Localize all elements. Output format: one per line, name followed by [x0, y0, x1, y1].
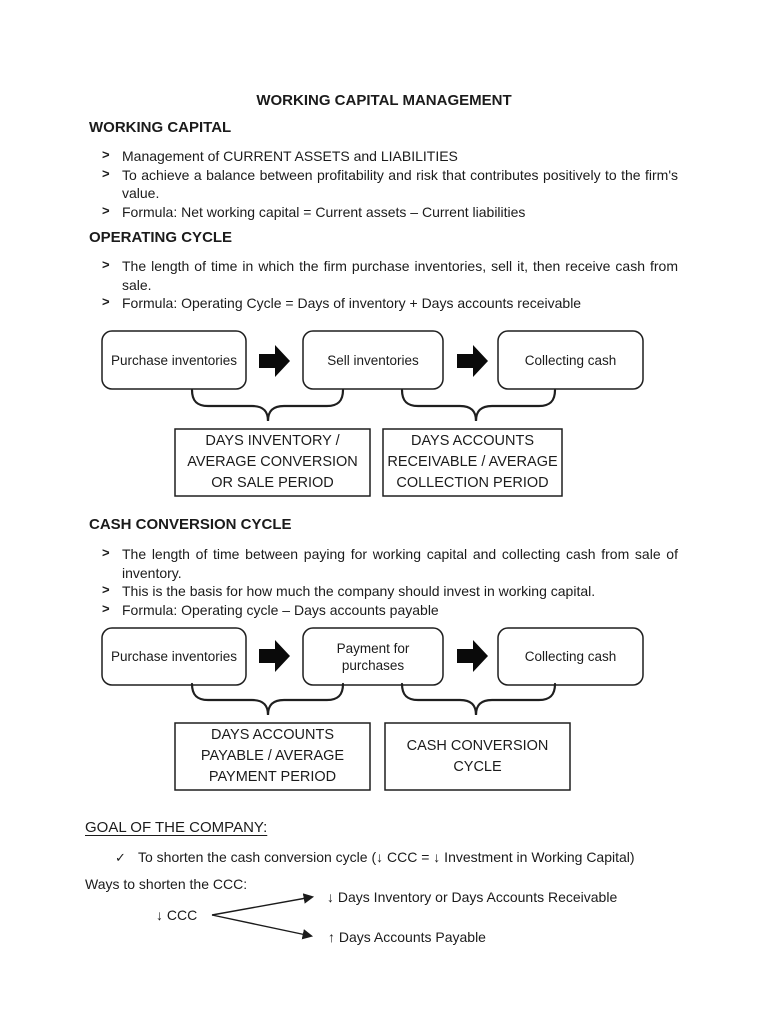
label-box-outline — [382, 428, 563, 497]
arrow-bullet-icon: > — [102, 600, 110, 616]
bullet-text: Formula: Net working capital = Current a… — [122, 203, 526, 220]
label-days-inventory: DAYS INVENTORY / AVERAGE CONVERSION OR S… — [187, 433, 358, 491]
arrow-bullet-icon: > — [102, 582, 110, 597]
flow-box-outline — [101, 330, 247, 390]
flow-box-outline — [101, 627, 247, 686]
label-days-accounts-receivable: DAYS ACCOUNTS RECEIVABLE / AVERAGE COLLE… — [387, 433, 558, 491]
branch-arrows — [211, 893, 315, 940]
goal-check-line: ✓ To shorten the cash conversion cycle (↓… — [115, 849, 635, 866]
ways-to-shorten-label: Ways to shorten the CCC: — [85, 876, 248, 892]
heading-operating-cycle: OPERATING CYCLE — [89, 229, 233, 246]
bullet-text: Formula: Operating Cycle = Days of inven… — [122, 295, 582, 311]
bullet-text: The length of time between paying for wo… — [122, 546, 678, 562]
bullet-text: value. — [122, 185, 160, 201]
label-box-outline — [174, 428, 371, 497]
arrow-bullet-icon: > — [102, 257, 110, 272]
flow-box-sell-inventories: Sell inventories — [327, 352, 419, 368]
operating-cycle-bullets: > The length of time in which the firm p… — [100, 257, 678, 313]
flow-box-collecting-cash-2: Collecting cash — [524, 649, 617, 664]
bullet-item: > The length of time in which the firm p… — [100, 257, 678, 294]
arrow-bullet-icon: > — [102, 545, 110, 560]
arrow-bullet-icon: > — [102, 294, 110, 309]
branch-bottom-text: ↑ Days Accounts Payable — [328, 929, 486, 945]
arrow-bullet-icon: > — [102, 202, 110, 218]
operating-cycle-diagram — [101, 330, 644, 497]
branch-arrow-down-icon — [211, 914, 314, 940]
flow-box-outline — [497, 330, 644, 390]
flow-box-purchase-inventories: Purchase inventories — [110, 352, 238, 368]
flow-box-outline — [497, 627, 644, 686]
page-title: WORKING CAPITAL MANAGEMENT — [256, 92, 512, 109]
bullet-text: The length of time in which the firm pur… — [122, 258, 678, 274]
branch-arrow-up-icon — [211, 893, 315, 916]
flow-box-purchase-inventories-2: Purchase inventories — [110, 649, 238, 664]
bullet-item: > The length of time between paying for … — [100, 545, 678, 582]
bullet-text: Formula: Operating cycle – Days accounts… — [122, 601, 439, 618]
label-days-accounts-payable: DAYS ACCOUNTS PAYABLE / AVERAGE PAYMENT … — [200, 727, 345, 785]
flow-arrow-icon — [259, 640, 290, 672]
bullet-text: sale. — [122, 276, 152, 293]
heading-cash-conversion-cycle: CASH CONVERSION CYCLE — [89, 516, 292, 533]
ccc-node-label: ↓ CCC — [156, 907, 198, 923]
working-capital-bullets: > Management of CURRENT ASSETS and LIABI… — [100, 147, 678, 221]
bullet-item: > Management of CURRENT ASSETS and LIABI… — [100, 147, 678, 166]
flow-arrow-icon — [457, 345, 488, 377]
label-box-outline — [384, 722, 571, 791]
label-box-outline — [174, 722, 371, 791]
check-icon: ✓ — [115, 850, 126, 865]
brace-under-inventory — [190, 388, 345, 422]
heading-working-capital: WORKING CAPITAL — [89, 119, 232, 136]
flow-arrow-icon — [259, 345, 290, 377]
arrow-bullet-icon: > — [102, 147, 110, 162]
ccc-bullets: > The length of time between paying for … — [100, 545, 678, 619]
brace-under-payable — [190, 682, 345, 716]
bullet-item: > To achieve a balance between profitabi… — [100, 166, 678, 203]
bullet-text: inventory. — [122, 564, 182, 581]
bullet-item: > Formula: Net working capital = Current… — [100, 203, 678, 222]
bullet-text: Management of CURRENT ASSETS and LIABILI… — [122, 148, 458, 164]
label-cash-conversion-cycle: CASH CONVERSION CYCLE — [406, 737, 549, 775]
arrow-bullet-icon: > — [102, 165, 110, 181]
goal-check-text: To shorten the cash conversion cycle (↓ … — [138, 849, 635, 865]
flow-box-outline — [302, 330, 444, 390]
branch-top-text: ↓ Days Inventory or Days Accounts Receiv… — [327, 889, 618, 905]
bullet-item: > Formula: Operating cycle – Days accoun… — [100, 601, 678, 620]
flow-arrow-icon — [457, 640, 488, 672]
bullet-text: To achieve a balance between profitabili… — [122, 166, 678, 183]
brace-under-receivable — [400, 388, 557, 422]
flow-box-payment-for-purchases: Payment for purchases — [336, 640, 410, 673]
heading-goal-of-company: GOAL OF THE COMPANY: — [85, 819, 268, 836]
brace-under-ccc — [400, 682, 557, 716]
bullet-item: > This is the basis for how much the com… — [100, 582, 678, 601]
bullet-item: > Formula: Operating Cycle = Days of inv… — [100, 294, 678, 313]
flow-box-outline — [302, 627, 444, 686]
cash-conversion-diagram — [101, 627, 644, 791]
flow-box-collecting-cash: Collecting cash — [524, 352, 617, 368]
bullet-text: This is the basis for how much the compa… — [122, 583, 596, 599]
